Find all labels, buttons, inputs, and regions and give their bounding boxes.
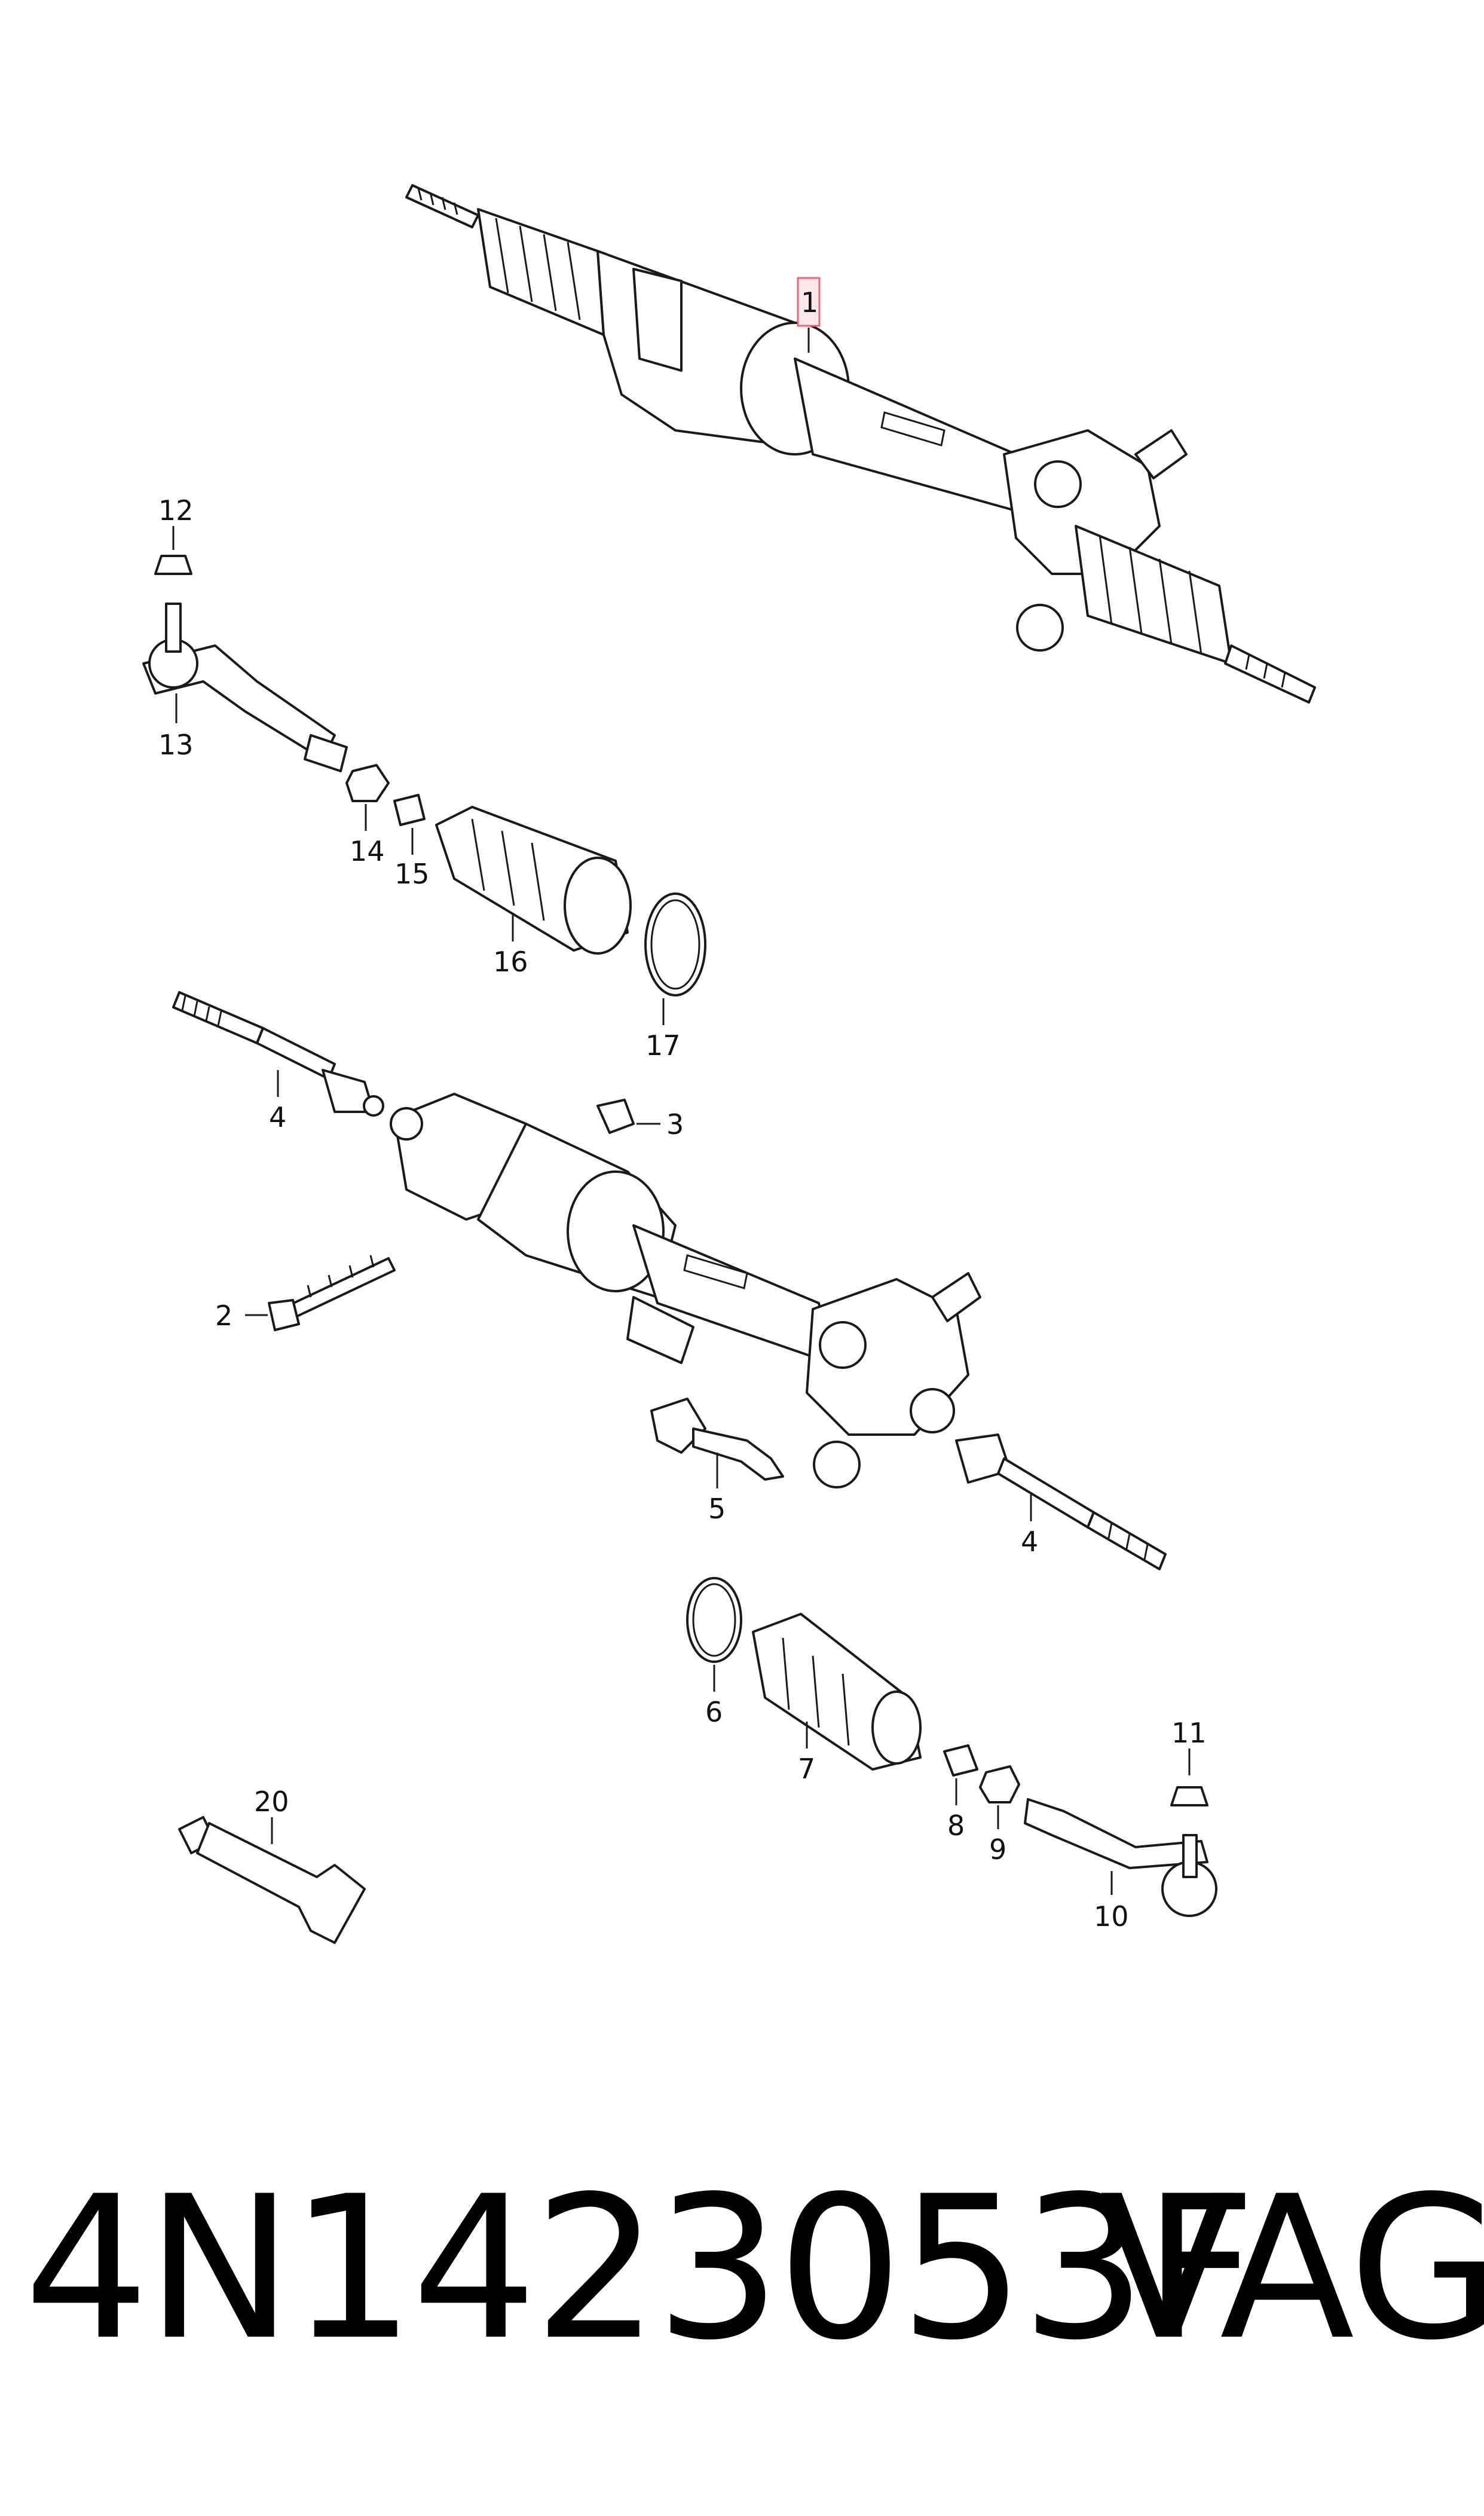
steering-rack-assembly-top: 1: [405, 184, 1316, 704]
callout-3: 3: [666, 1108, 684, 1141]
callout-16: 16: [493, 946, 528, 978]
callout-1-highlight: [797, 277, 821, 327]
callout-9: 9: [989, 1833, 1006, 1866]
grease-tube-20: 20: [178, 1786, 366, 1944]
callout-8: 8: [947, 1809, 965, 1842]
callout-5: 5: [708, 1493, 726, 1525]
callout-20: 20: [254, 1786, 289, 1818]
bolt-2: 2: [215, 1255, 396, 1332]
bellows-boot-16: 16: [435, 806, 632, 978]
callout-1: 1: [801, 286, 818, 319]
tie-rod-end-right: 11 10: [1024, 1717, 1217, 1933]
damper-block-3: 3: [596, 1099, 684, 1141]
callout-17: 17: [645, 1029, 681, 1062]
callout-2: 2: [215, 1300, 232, 1332]
inner-tie-rod-left: 4: [172, 991, 384, 1133]
callout-4-left: 4: [269, 1101, 286, 1133]
bellows-boot-7: 7: [752, 1613, 922, 1785]
callout-4-right: 4: [1021, 1526, 1038, 1558]
steering-rack-assembly-middle: [390, 1093, 981, 1488]
callout-7: 7: [798, 1753, 815, 1785]
tie-rod-end-left: 12 13: [142, 494, 348, 772]
sensor-5: 5: [650, 1398, 784, 1525]
callout-13: 13: [158, 729, 194, 761]
callout-6: 6: [705, 1696, 723, 1728]
exploded-parts-diagram: 1 12 13 14 15 16 17: [142, 184, 1316, 1944]
brand-label: VAG: [1100, 2154, 1484, 2383]
inner-tie-rod-right: 4: [955, 1433, 1167, 1570]
callout-10: 10: [1094, 1900, 1129, 1933]
callout-15: 15: [394, 858, 430, 890]
nut-14: 14: [345, 764, 390, 867]
clamp-8: 8: [943, 1744, 978, 1842]
clamp-ring-17: 17: [644, 892, 706, 1062]
part-number-label: 4N1423053F: [24, 2154, 1256, 2383]
callout-11: 11: [1171, 1717, 1207, 1749]
clamp-ring-6: 6: [686, 1577, 742, 1728]
clamp-15: 15: [393, 794, 430, 890]
callout-14: 14: [350, 835, 385, 867]
callout-12: 12: [158, 494, 194, 527]
nut-9: 9: [979, 1765, 1020, 1866]
